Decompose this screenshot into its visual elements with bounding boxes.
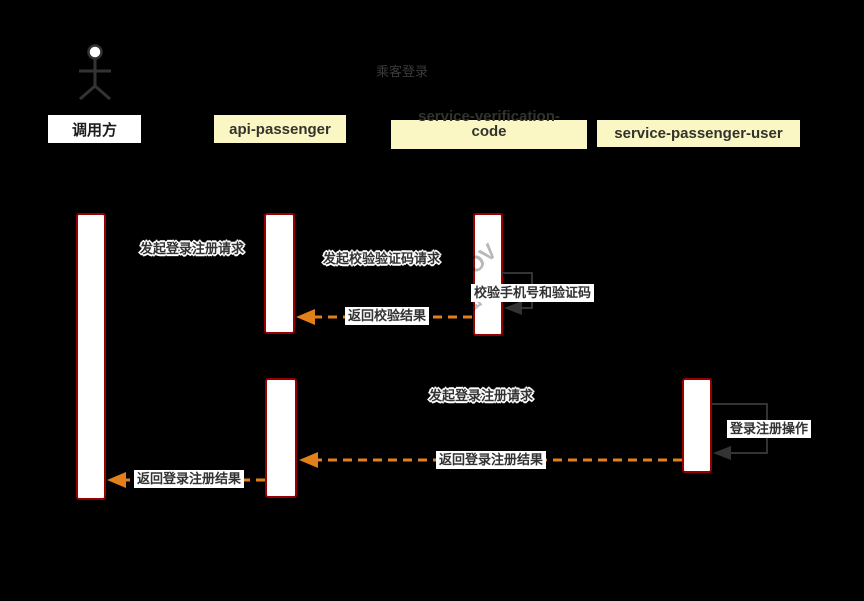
actor-leg-right bbox=[94, 84, 111, 101]
message-label-request-login-2: 发起登录注册请求 bbox=[429, 388, 534, 403]
participant-service-verification-code: service-verification-code bbox=[391, 109, 587, 149]
activation-bar-api-passenger-1 bbox=[264, 213, 295, 334]
message-label-self-login-op: 登录注册操作 bbox=[727, 420, 812, 438]
self-loop-verify-arrowhead bbox=[504, 301, 522, 315]
participant-service-passenger-user: service-passenger-user bbox=[597, 120, 800, 147]
activation-bar-api-passenger-2 bbox=[265, 378, 297, 498]
actor-icon bbox=[79, 44, 111, 101]
activation-bar-service-passenger-user bbox=[682, 378, 712, 473]
diagram-title: 乘客登录 bbox=[376, 64, 429, 79]
participant-api-passenger: api-passenger bbox=[214, 115, 346, 143]
message-label-self-verify: 校验手机号和验证码 bbox=[471, 284, 595, 302]
message-label-return-login-result: 返回登录注册结果 bbox=[436, 451, 547, 469]
return-arrow-login-result-caller-head bbox=[107, 472, 126, 488]
actor-leg-left bbox=[79, 84, 96, 101]
participant-caller-label: 调用方 bbox=[71, 121, 117, 139]
participant-caller: 调用方 bbox=[48, 115, 141, 143]
participant-api-passenger-label: api-passenger bbox=[229, 120, 331, 138]
message-label-request-verify-code: 发起校验验证码请求 bbox=[323, 251, 441, 266]
message-label-return-verify-result: 返回校验结果 bbox=[345, 307, 430, 325]
message-label-request-login-1: 发起登录注册请求 bbox=[140, 241, 245, 256]
participant-service-passenger-user-label: service-passenger-user bbox=[614, 125, 783, 142]
return-arrow-verify-result-head bbox=[296, 309, 315, 325]
participant-service-verification-code-label: service-verification-code bbox=[418, 107, 560, 140]
activation-bar-caller bbox=[76, 213, 106, 500]
activation-bar-service-verification-code bbox=[473, 213, 503, 336]
self-loop-login-op-arrowhead bbox=[713, 446, 731, 460]
message-label-return-login-result-caller: 返回登录注册结果 bbox=[134, 470, 245, 488]
return-arrow-verify-result bbox=[296, 309, 472, 325]
return-arrow-login-result-head bbox=[299, 452, 318, 468]
actor-head bbox=[87, 44, 103, 60]
